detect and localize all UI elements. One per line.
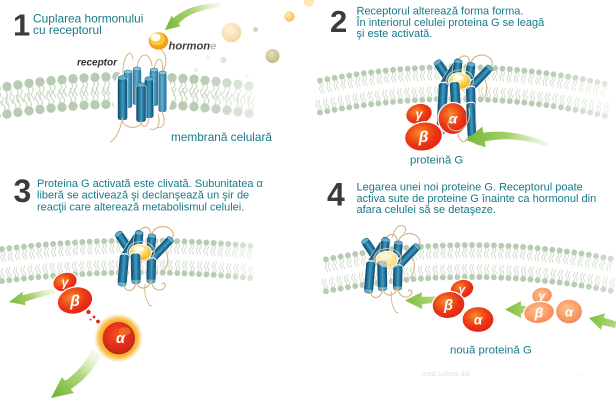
svg-text:1: 1 bbox=[13, 7, 30, 42]
svg-text:liberă se activează şi declanş: liberă se activează şi declanşează un şi… bbox=[37, 190, 249, 202]
svg-text:α: α bbox=[449, 111, 459, 127]
svg-text:Proteina G activată este cliva: Proteina G activată este clivată. Subuni… bbox=[37, 178, 264, 190]
svg-text:2: 2 bbox=[330, 4, 347, 39]
svg-text:·-·: ·-· bbox=[575, 371, 582, 378]
svg-text:Cuplarea hormonului: Cuplarea hormonului bbox=[33, 12, 143, 26]
svg-text:hormone: hormone bbox=[169, 41, 217, 53]
svg-text:reacţii care alterează metabol: reacţii care alterează metabolismul celu… bbox=[37, 201, 244, 213]
svg-text:α: α bbox=[116, 331, 126, 347]
svg-text:proteină G: proteină G bbox=[410, 155, 463, 167]
svg-text:γ: γ bbox=[416, 108, 424, 122]
svg-text:receptor: receptor bbox=[77, 58, 118, 69]
svg-text:nouă proteină G: nouă proteină G bbox=[450, 345, 532, 357]
svg-text:Receptorul alterează forma for: Receptorul alterează forma forma. bbox=[357, 6, 524, 18]
svg-text:α: α bbox=[565, 305, 574, 320]
svg-text:afara celulei să se detaşeze.: afara celulei să se detaşeze. bbox=[357, 204, 496, 216]
svg-text:β: β bbox=[418, 129, 429, 146]
svg-text:β: β bbox=[443, 298, 453, 314]
svg-text:γ: γ bbox=[459, 284, 466, 296]
svg-text:În interiorul celulei proteina: În interiorul celulei proteina G se leag… bbox=[356, 16, 546, 29]
svg-text:activa sute de proteine G înai: activa sute de proteine G înainte ca hor… bbox=[357, 193, 597, 205]
svg-text:med cultura dia: med cultura dia bbox=[422, 371, 470, 378]
svg-text:β: β bbox=[534, 305, 544, 321]
svg-text:Legarea unei noi proteine G. R: Legarea unei noi proteine G. Receptorul … bbox=[357, 182, 583, 194]
svg-text:γ: γ bbox=[62, 276, 70, 290]
svg-text:γ: γ bbox=[539, 291, 546, 303]
svg-text:membrană celulară: membrană celulară bbox=[171, 130, 272, 144]
svg-text:cu receptorul: cu receptorul bbox=[33, 23, 102, 37]
svg-text:α: α bbox=[474, 313, 483, 328]
svg-text:4: 4 bbox=[327, 176, 345, 212]
svg-text:3: 3 bbox=[14, 173, 32, 209]
svg-text:şi este activată.: şi este activată. bbox=[357, 28, 433, 40]
svg-text:β: β bbox=[69, 293, 80, 310]
